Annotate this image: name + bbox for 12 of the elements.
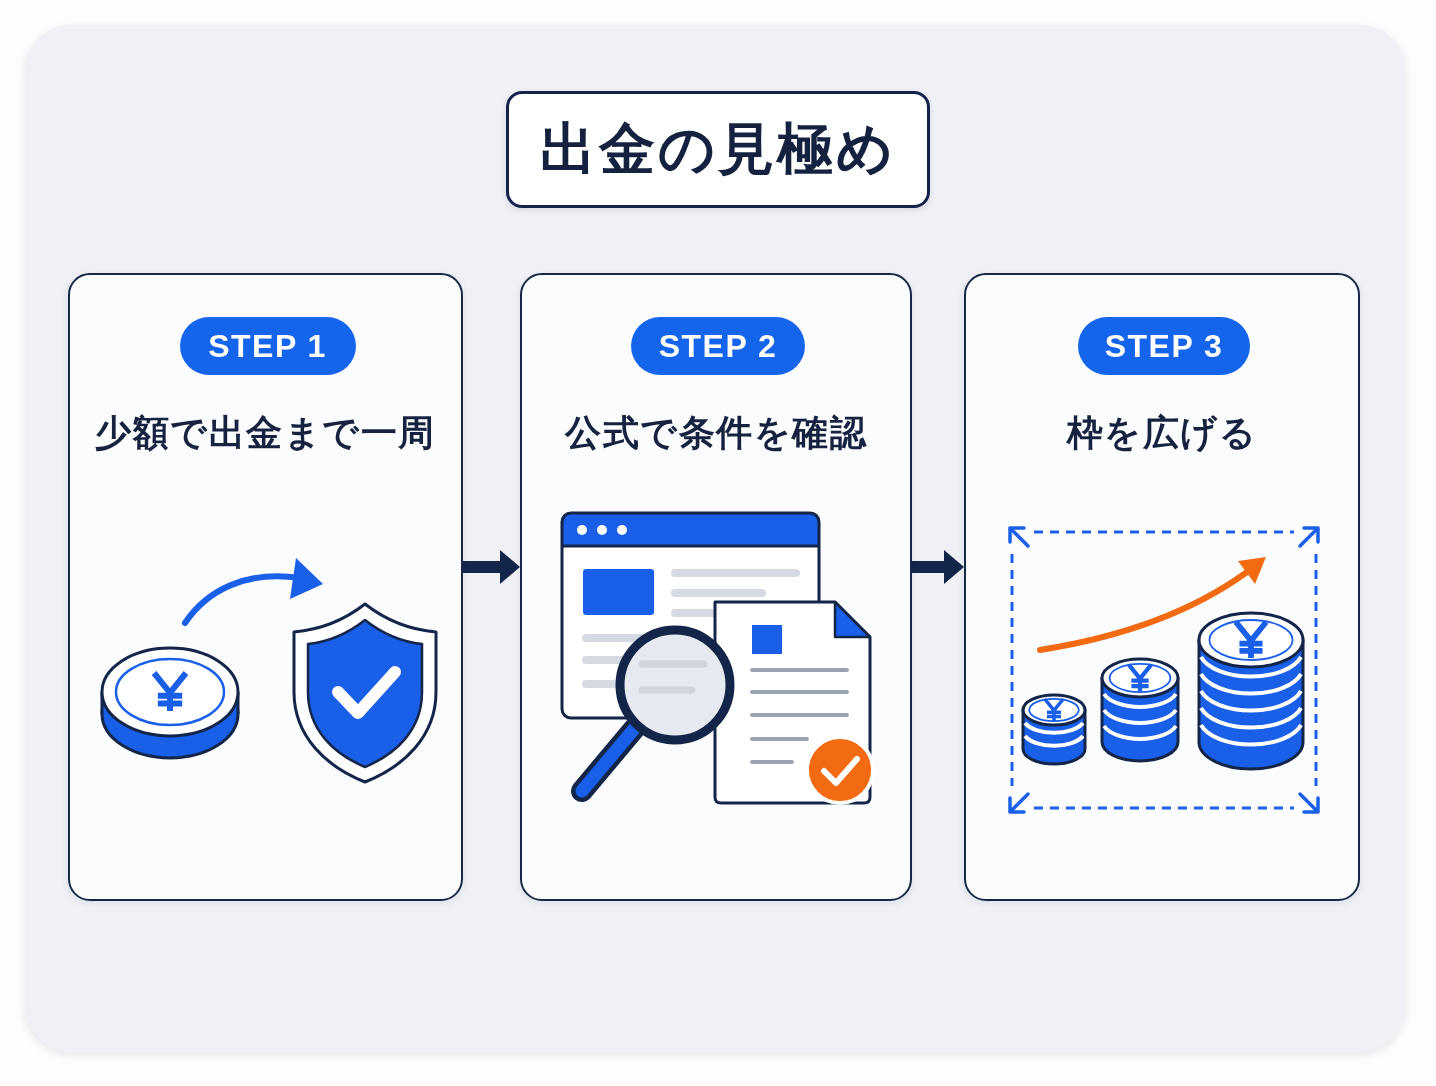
step-panel	[68, 273, 463, 901]
step-badge: STEP 1	[179, 317, 356, 375]
step-heading: 少額で出金まで一周	[95, 411, 436, 454]
step-heading: 公式で条件を確認	[565, 411, 867, 454]
arrow	[463, 550, 520, 584]
step-heading: 枠を広げる	[1066, 411, 1258, 454]
title-box: 出金の見極め	[506, 91, 930, 208]
arrow	[912, 550, 964, 584]
step-panel	[520, 273, 912, 901]
step-panel	[964, 273, 1360, 901]
step-badge: STEP 2	[631, 317, 805, 375]
step-badge: STEP 3	[1078, 317, 1250, 375]
